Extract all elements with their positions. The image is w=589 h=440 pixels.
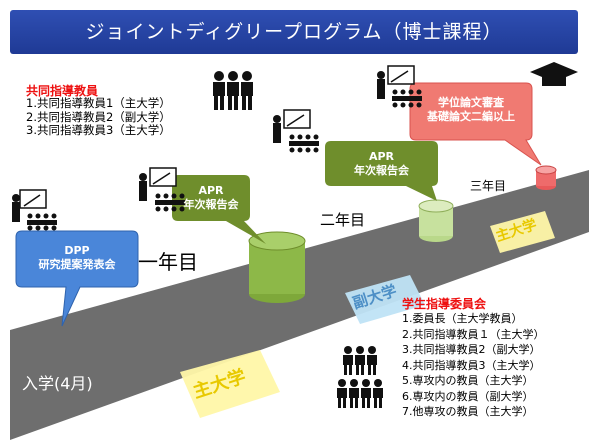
dpp-bubble — [15, 230, 139, 327]
final-review-bubble — [409, 82, 542, 166]
presenter-icon-3 — [273, 109, 319, 153]
presenter-icon-2 — [139, 167, 185, 212]
supervisor-item: 2.共同指導教員2（副大学） — [26, 109, 171, 124]
year1-cylinder — [248, 231, 306, 303]
committee-list: 1.委員長（主大学教員） 2.共同指導教員１（主大学） 3.共同指導教員2（副大… — [402, 311, 545, 420]
apr2-bubble-label: APR 年次報告会 — [327, 150, 436, 178]
committee-item: 7.他専攻の教員（主大学） — [402, 405, 534, 418]
committee-item: 2.共同指導教員１（主大学） — [402, 327, 545, 341]
apr1-bubble-label: APR 年次報告会 — [174, 184, 248, 212]
admission-label: 入学(4月) — [22, 374, 93, 393]
sub-university-stripe — [345, 275, 425, 324]
apr2-title: APR — [368, 150, 395, 163]
dpp-bubble-label: DPP 研究提案発表会 — [18, 244, 136, 272]
supervisor-item: 1.共同指導教員1（主大学） — [26, 96, 171, 110]
apr1-subtitle: 年次報告会 — [183, 198, 239, 211]
supervisors-heading: 共同指導教員 — [26, 84, 99, 98]
committee-heading: 学生指導委員会 — [402, 297, 487, 311]
final-review-title: 学位論文審査 — [438, 96, 504, 109]
presenter-icon-4 — [377, 65, 422, 108]
committee-item: 6.専攻内の教員（副大学） — [402, 389, 534, 403]
committee-item: 3.共同指導教員2（副大学） — [402, 343, 541, 356]
committee-item: 1.委員長（主大学教員） — [402, 312, 523, 325]
apr2-subtitle: 年次報告会 — [354, 164, 409, 177]
year-three-label: 三年目 — [470, 179, 507, 193]
final-review-subtitle: 基礎論文二編以上 — [427, 110, 515, 123]
title-bar: ジョイントディグリープログラム（博士課程） — [10, 10, 578, 54]
final-review-bubble-label: 学位論文審査 基礎論文二編以上 — [412, 96, 530, 124]
graduation-cap-icon — [530, 62, 578, 86]
page-title: ジョイントディグリープログラム（博士課程） — [85, 21, 503, 43]
presenter-icon-1 — [12, 189, 57, 231]
apr2-bubble — [325, 141, 438, 201]
dpp-title: DPP — [64, 244, 90, 257]
supervisors-list: 1.共同指導教員1（主大学） 2.共同指導教員2（副大学） 3.共同指導教員3（… — [26, 96, 171, 138]
supervisors-people-icon — [213, 71, 253, 110]
year-two-label: 二年目 — [320, 211, 366, 229]
year-one-label: 一年目 — [138, 250, 198, 274]
year3-cylinder — [535, 165, 557, 190]
apr1-bubble — [172, 175, 266, 244]
committee-item: 5.専攻内の教員（主大学） — [402, 374, 534, 387]
main-university-stripe-1 — [180, 350, 280, 418]
apr1-title: APR — [198, 184, 224, 197]
supervisor-item: 3.共同指導教員3（主大学） — [26, 123, 171, 137]
year2-cylinder — [418, 199, 454, 242]
committee-item: 4.共同指導教員3（主大学） — [402, 358, 541, 372]
committee-people-icon — [337, 346, 383, 408]
main-university-stripe-2 — [490, 211, 555, 253]
dpp-subtitle: 研究提案発表会 — [38, 258, 116, 271]
